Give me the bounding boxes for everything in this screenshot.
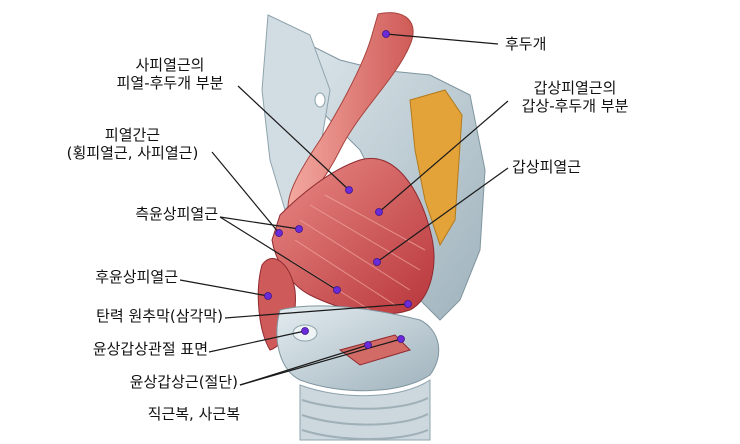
larynx-illustration: [257, 12, 486, 441]
label-arytenoid: 피열간근 (횡피열근, 사피열근): [45, 126, 220, 162]
label-straight-oblique: 직근복, 사근복: [147, 405, 240, 423]
label-conus-elasticus: 탄력 원추막(삼각막): [96, 307, 223, 325]
pin-cricothyroid-a: [364, 341, 372, 349]
fat-pad: [409, 89, 463, 247]
trachea: [299, 379, 431, 441]
label-thyroepiglottic-line1: 갑상피열근의: [533, 79, 617, 97]
pin-conus-elasticus: [404, 300, 412, 308]
pin-epiglottis: [382, 30, 390, 38]
pin-cricothyroid-b: [397, 335, 405, 343]
label-arytenoid-line1: 피열간근: [104, 126, 161, 144]
pin-lateral-cricoarytenoid-b: [333, 286, 341, 294]
label-thyroarytenoid: 갑상피열근: [512, 158, 582, 176]
pins: [264, 30, 412, 349]
pin-thyroarytenoid: [373, 258, 381, 266]
trachea-rings: [301, 397, 429, 440]
pin-joint-surface: [301, 327, 309, 335]
pin-lateral-cricoarytenoid-a: [295, 225, 303, 233]
pin-arytenoid: [275, 229, 283, 237]
label-posterior-cricoarytenoid: 후윤상피열근: [95, 268, 178, 286]
label-epiglottis: 후두개: [505, 35, 547, 53]
cricothyroid-cut-shape: [338, 334, 411, 366]
label-cricothyroid-joint-surface: 윤상갑상관절 표면: [92, 340, 208, 358]
label-aryepiglottic-part: 사피열근의 피열-후두개 부분: [95, 56, 245, 92]
label-thyroepiglottic-part: 갑상피열근의 갑상-후두개 부분: [505, 79, 645, 115]
pin-posterior-cricoarytenoid: [264, 292, 272, 300]
label-aryepiglottic-line1: 사피열근의: [135, 56, 205, 74]
leader-lines: [179, 33, 509, 386]
pin-aryepiglottic: [345, 186, 353, 194]
label-aryepiglottic-line2: 피열-후두개 부분: [116, 74, 224, 92]
label-lateral-cricoarytenoid: 측윤상피열근: [135, 205, 218, 223]
pin-thyroepiglottic: [375, 208, 383, 216]
label-thyroepiglottic-line2: 갑상-후두개 부분: [521, 97, 629, 115]
label-cricothyroid-cut: 윤상갑상근(절단): [129, 373, 238, 391]
label-arytenoid-line2: (횡피열근, 사피열근): [66, 144, 199, 162]
